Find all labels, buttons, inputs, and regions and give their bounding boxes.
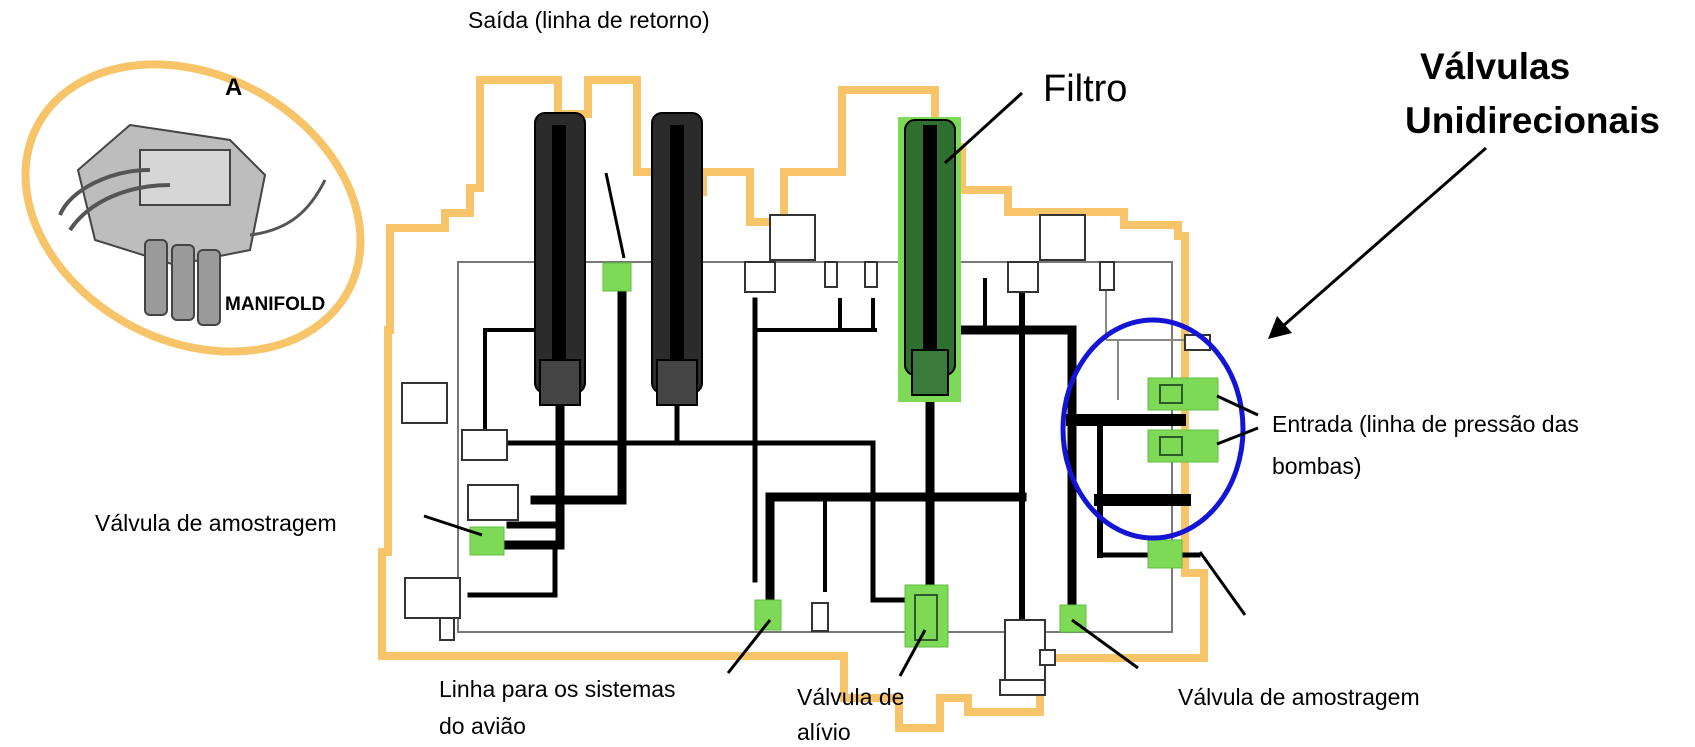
left-fittings <box>401 382 829 641</box>
check-valves-label-line1: Válvulas <box>1420 46 1571 87</box>
filter-cartridge-2 <box>651 112 703 406</box>
check-valves-arrow <box>1268 146 1487 339</box>
aircraft-systems-label-line1: Linha para os sistemas <box>439 676 676 702</box>
aircraft-systems-label-line2: do avião <box>439 713 526 739</box>
manifold-inset: A MANIFOLD <box>21 60 365 356</box>
inlet-label-line1: Entrada (linha de pressão das <box>1272 411 1579 437</box>
manifold-illustration <box>58 123 327 326</box>
top-valves <box>744 214 1211 351</box>
inlet-label-line2: bombas) <box>1272 453 1362 479</box>
sensor-lines <box>1105 290 1190 400</box>
leader-lines <box>423 91 1259 677</box>
relief-valve-label-line2: alívio <box>797 719 851 745</box>
inset-letter: A <box>225 74 242 101</box>
sampling-valve-right-label: Válvula de amostragem <box>1178 684 1420 710</box>
sampling-valve-left-label: Válvula de amostragem <box>95 510 337 536</box>
relief-valve-label-line1: Válvula de <box>797 684 905 710</box>
inset-caption: MANIFOLD <box>225 294 325 315</box>
filter-cartridge-1 <box>534 112 586 406</box>
check-valves-circle <box>1060 317 1246 541</box>
filter-highlight <box>898 117 961 402</box>
filter-label: Filtro <box>1043 68 1128 110</box>
bottom-fittings <box>999 619 1056 696</box>
check-valves-label-line2: Unidirecionais <box>1405 100 1660 141</box>
green-component-details <box>914 384 1183 641</box>
outlet-label: Saída (linha de retorno) <box>468 7 710 33</box>
